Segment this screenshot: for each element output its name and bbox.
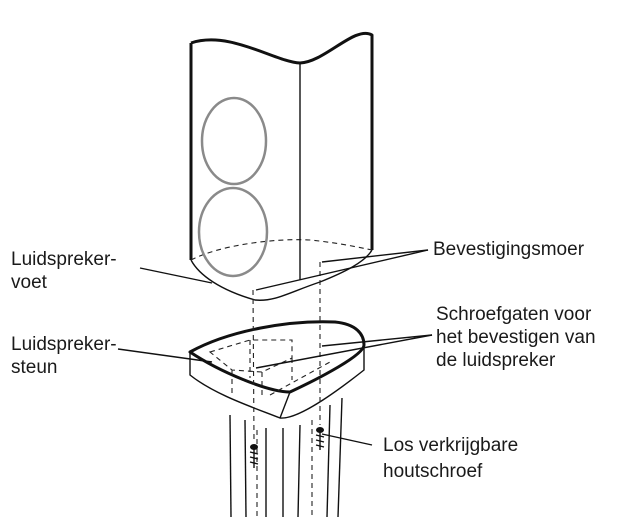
- stand-legs: [229, 397, 343, 517]
- leader-wood-screw: [321, 433, 373, 446]
- leader-speaker-foot: [139, 267, 213, 284]
- speaker-cabinet: [189, 31, 374, 301]
- stand-plate: [188, 320, 366, 419]
- woofer-driver: [197, 186, 269, 278]
- leader-fixing-nut-1: [255, 249, 429, 291]
- leader-fixing-nut-2: [321, 249, 429, 263]
- label-speaker-foot-line2: voet: [11, 272, 47, 293]
- leader-lines: [117, 249, 433, 446]
- wood-screw-left: [249, 444, 259, 468]
- label-speaker-stand: Luidspreker- steun: [11, 333, 117, 379]
- label-screw-holes: Schroefgaten voor het bevestigen van de …: [436, 303, 596, 372]
- label-screw-holes-line1: Schroefgaten voor: [436, 304, 592, 325]
- label-wood-screw: Los verkrijgbare houtschroef: [383, 433, 518, 485]
- label-fixing-nut: Bevestigingsmoer: [433, 239, 585, 260]
- leader-screw-holes-2: [321, 334, 433, 347]
- label-screw-holes-line3: de luidspreker: [436, 350, 556, 371]
- label-speaker-stand-line1: Luidspreker-: [11, 334, 117, 355]
- label-wood-screw-line2: houtschroef: [383, 461, 483, 482]
- leader-screw-holes-1: [255, 334, 433, 369]
- tweeter-driver: [200, 96, 268, 186]
- label-speaker-foot-line1: Luidspreker-: [11, 249, 117, 270]
- speaker-drivers: [197, 96, 269, 278]
- label-speaker-foot: Luidspreker- voet: [11, 248, 117, 294]
- label-speaker-stand-line2: steun: [11, 357, 58, 378]
- wood-screw-right: [315, 427, 325, 450]
- label-wood-screw-line1: Los verkrijgbare: [383, 435, 519, 456]
- label-screw-holes-line2: het bevestigen van: [436, 327, 596, 348]
- leader-speaker-stand: [117, 348, 213, 363]
- screw-paths: [252, 262, 321, 441]
